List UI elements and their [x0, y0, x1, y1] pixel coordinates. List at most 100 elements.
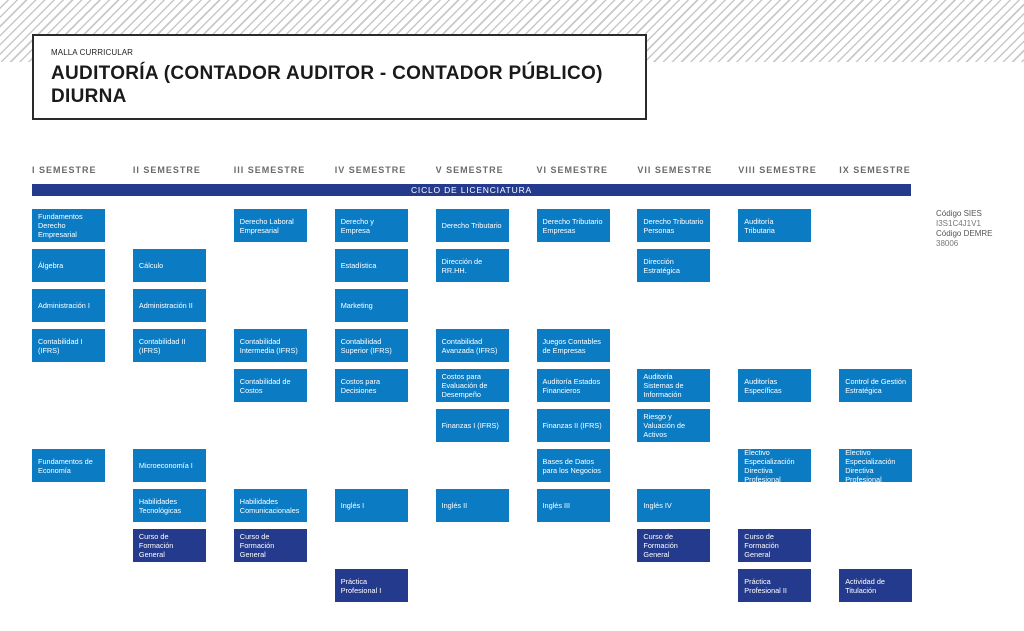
- course-name: Finanzas I (IFRS): [441, 421, 499, 430]
- course-box: Fundamentos Derecho Empresarial: [32, 209, 105, 242]
- course-name: Contabilidad I (IFRS): [38, 336, 83, 355]
- course-name: Contabilidad Avanzada (IFRS): [441, 336, 498, 355]
- course-box: Inglés IV: [637, 489, 711, 522]
- course-name: Derecho Tributario Empresas: [542, 216, 603, 235]
- course-box: Electivo Especialización Directiva Profe…: [839, 447, 913, 484]
- course-box: Contabilidad I (IFRS): [32, 329, 105, 362]
- course-box: Cálculo: [132, 249, 206, 282]
- course-name: Electivo Especialización Directiva Profe…: [744, 447, 795, 484]
- course-name: Costos para Decisiones: [340, 376, 381, 395]
- semester-header: V SEMESTRE: [435, 165, 504, 175]
- course-box: Juegos Contables de Empresas: [536, 329, 610, 362]
- course-name: Juegos Contables de Empresas: [542, 336, 601, 355]
- course-box: Inglés III: [536, 489, 610, 522]
- course-name: Estadística: [340, 261, 377, 270]
- course-name: Derecho Tributario: [441, 221, 502, 230]
- course-box: Álgebra: [32, 249, 105, 282]
- course-name: Contabilidad II (IFRS): [138, 336, 186, 355]
- course-name: Fundamentos de Economía: [38, 456, 93, 475]
- course-box: Dirección Estratégica: [637, 249, 711, 282]
- semester-header: III SEMESTRE: [233, 165, 306, 175]
- course-name: Auditoría Tributaria: [744, 216, 775, 235]
- semester-header: VII SEMESTRE: [637, 165, 713, 175]
- course-box: Derecho Tributario Personas: [637, 209, 711, 242]
- general-course-box: Actividad de Titulación: [839, 569, 913, 602]
- course-name: Auditoría Estados Financieros: [542, 376, 601, 395]
- course-name: Derecho Laboral Empresarial: [239, 216, 294, 235]
- sies-value: I3S1C4J1V1: [936, 219, 981, 228]
- general-course-box: Práctica Profesional II: [738, 569, 812, 602]
- course-box: Costos para Decisiones: [334, 369, 408, 402]
- course-box: Dirección de RR.HH.: [435, 249, 509, 282]
- course-box: Control de Gestión Estratégica: [839, 369, 913, 402]
- title-line-2: DIURNA: [51, 86, 127, 107]
- general-course-box: Curso de Formación General: [637, 529, 711, 562]
- course-name: Habilidades Comunicacionales: [239, 496, 300, 515]
- semester-header: II SEMESTRE: [132, 165, 201, 175]
- course-name: Electivo Especialización Directiva Profe…: [845, 447, 896, 484]
- codes: Código SIES I3S1C4J1V1 Código DEMRE 3800…: [936, 209, 992, 249]
- course-name: Dirección de RR.HH.: [441, 256, 483, 275]
- semester-header: IX SEMESTRE: [839, 165, 911, 175]
- course-name: Inglés I: [340, 501, 365, 510]
- demre-value: 38006: [936, 239, 959, 248]
- course-name: Habilidades Tecnológicas: [138, 496, 182, 515]
- course-name: Actividad de Titulación: [845, 576, 885, 595]
- course-name: Riesgo y Valuación de Activos: [643, 412, 686, 439]
- cycle-bar: CICLO DE LICENCIATURA: [32, 184, 911, 196]
- course-name: Cálculo: [138, 261, 164, 270]
- course-name: Dirección Estratégica: [643, 256, 680, 275]
- course-name: Contabilidad Intermedia (IFRS): [239, 336, 298, 355]
- course-box: Inglés II: [435, 489, 509, 522]
- course-box: Derecho Tributario Empresas: [536, 209, 610, 242]
- course-box: Bases de Datos para los Negocios: [536, 449, 610, 482]
- course-box: Fundamentos de Economía: [32, 449, 105, 482]
- semester-header: VIII SEMESTRE: [738, 165, 817, 175]
- course-name: Curso de Formación General: [744, 532, 779, 559]
- course-box: Auditoría Tributaria: [738, 209, 812, 242]
- general-course-box: Práctica Profesional I: [334, 569, 408, 602]
- general-course-box: Curso de Formación General: [233, 529, 307, 562]
- sies-label: Código SIES: [936, 209, 982, 218]
- course-box: Administración II: [132, 289, 206, 322]
- course-name: Microeconomía I: [138, 461, 193, 470]
- title-line-1: AUDITORÍA (CONTADOR AUDITOR - CONTADOR P…: [51, 63, 603, 84]
- course-name: Inglés III: [542, 501, 571, 510]
- course-name: Curso de Formación General: [138, 532, 174, 559]
- course-box: Microeconomía I: [132, 449, 206, 482]
- course-name: Contabilidad Superior (IFRS): [340, 336, 392, 355]
- course-box: Contabilidad Avanzada (IFRS): [435, 329, 509, 362]
- course-name: Curso de Formación General: [239, 532, 275, 559]
- kicker: MALLA CURRICULAR: [51, 48, 134, 57]
- title-box: MALLA CURRICULAR AUDITORÍA (CONTADOR AUD…: [32, 34, 647, 120]
- course-name: Curso de Formación General: [643, 532, 678, 559]
- general-course-box: Curso de Formación General: [132, 529, 206, 562]
- course-box: Contabilidad Superior (IFRS): [334, 329, 408, 362]
- course-name: Práctica Profesional II: [744, 576, 787, 595]
- course-box: Auditoría Estados Financieros: [536, 369, 610, 402]
- course-name: Fundamentos Derecho Empresarial: [38, 212, 83, 239]
- course-box: Administración I: [32, 289, 105, 322]
- course-box: Riesgo y Valuación de Activos: [637, 409, 711, 442]
- semester-header: I SEMESTRE: [32, 165, 97, 175]
- course-box: Derecho Tributario: [435, 209, 509, 242]
- course-box: Estadística: [334, 249, 408, 282]
- course-box: Contabilidad de Costos: [233, 369, 307, 402]
- course-box: Inglés I: [334, 489, 408, 522]
- course-name: Práctica Profesional I: [340, 576, 382, 595]
- course-name: Auditoría Sistemas de Información: [643, 372, 684, 399]
- course-box: Costos para Evaluación de Desempeño: [435, 369, 509, 402]
- course-box: Habilidades Tecnológicas: [132, 489, 206, 522]
- course-name: Derecho Tributario Personas: [643, 216, 704, 235]
- course-name: Costos para Evaluación de Desempeño: [441, 372, 488, 399]
- course-name: Marketing: [340, 301, 373, 310]
- course-name: Administración II: [138, 301, 193, 310]
- semester-header: IV SEMESTRE: [334, 165, 407, 175]
- course-name: Control de Gestión Estratégica: [845, 376, 907, 395]
- course-name: Administración I: [38, 301, 90, 310]
- course-box: Contabilidad II (IFRS): [132, 329, 206, 362]
- page-title: AUDITORÍA (CONTADOR AUDITOR - CONTADOR P…: [51, 62, 603, 108]
- course-box: Finanzas I (IFRS): [435, 409, 509, 442]
- course-box: Derecho Laboral Empresarial: [233, 209, 307, 242]
- general-course-box: Curso de Formación General: [738, 529, 812, 562]
